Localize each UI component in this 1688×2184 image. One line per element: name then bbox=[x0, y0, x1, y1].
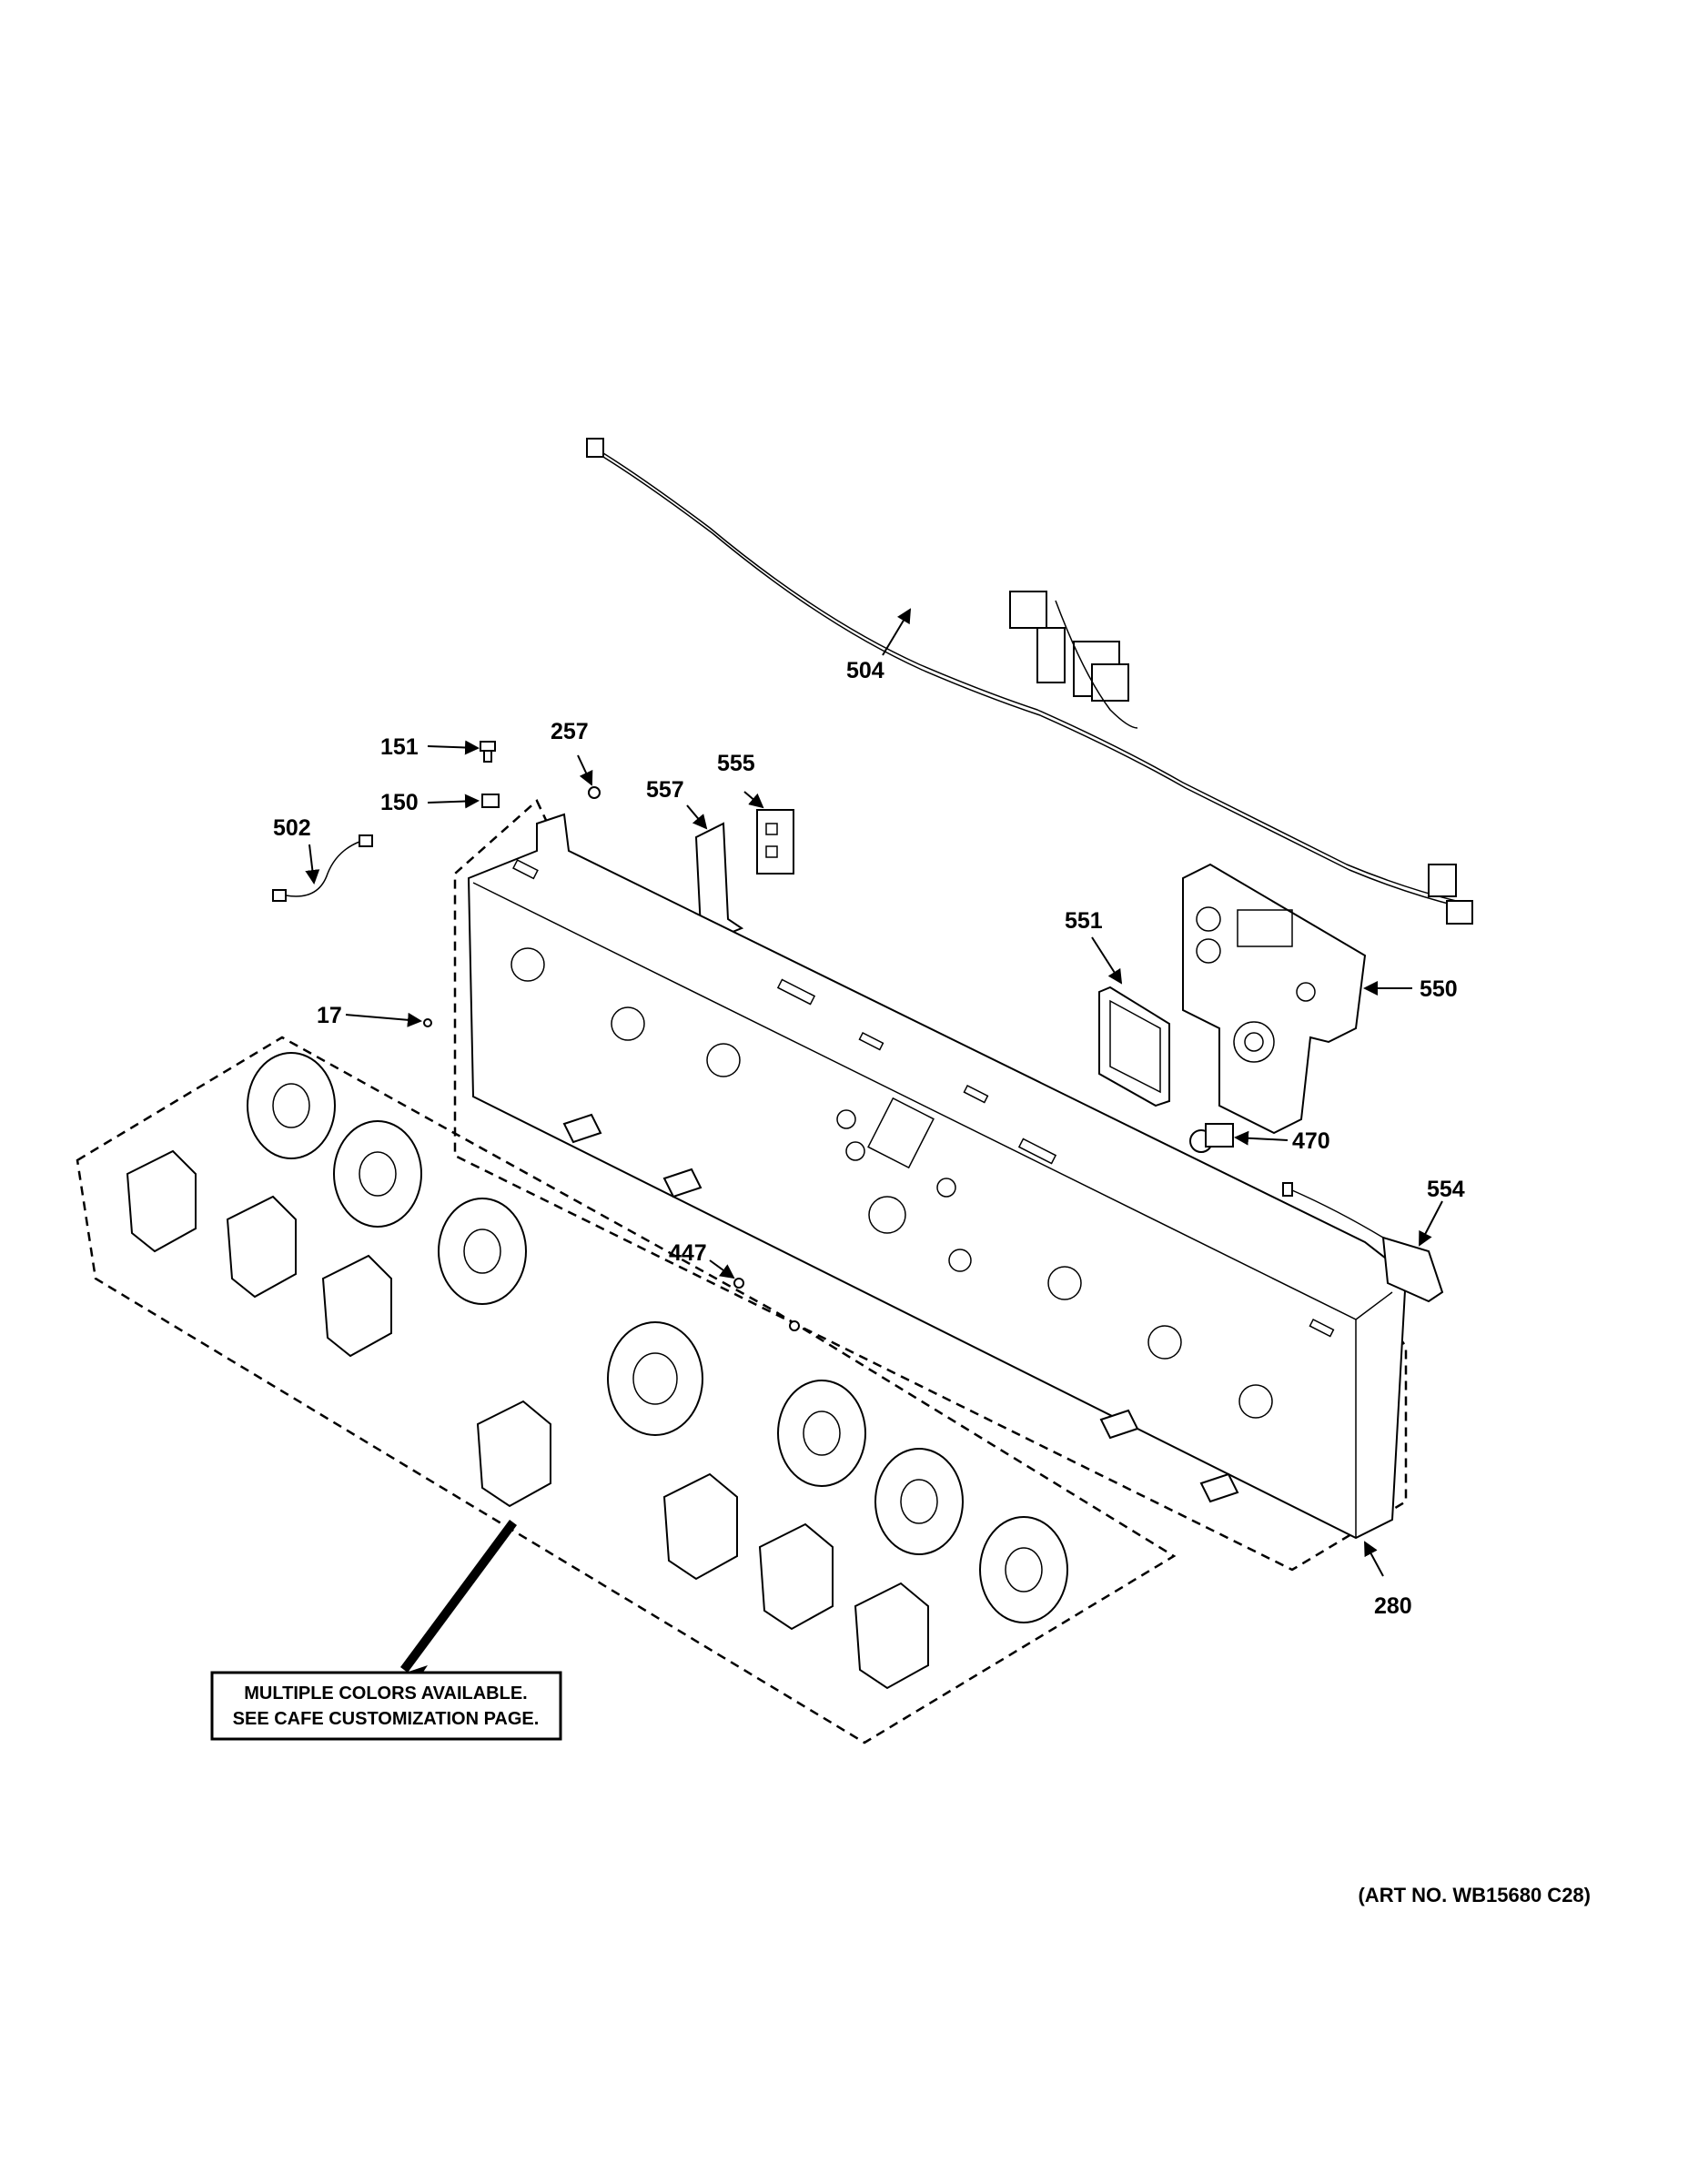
switch-470 bbox=[1189, 1123, 1234, 1153]
note-line-1: MULTIPLE COLORS AVAILABLE. bbox=[244, 1684, 527, 1704]
wire-502 bbox=[272, 834, 373, 902]
sensor-554 bbox=[1282, 1182, 1444, 1303]
screws-447 bbox=[733, 1278, 800, 1331]
callout-17: 17 bbox=[317, 1003, 342, 1028]
control-panel-280 bbox=[467, 813, 1408, 1540]
callout-150: 150 bbox=[380, 790, 419, 815]
callout-551: 551 bbox=[1065, 908, 1103, 934]
callout-554: 554 bbox=[1427, 1177, 1465, 1202]
knobs-group bbox=[126, 1052, 1068, 1690]
art-number: (ART NO. WB15680 C28) bbox=[1358, 1884, 1591, 1906]
screw-17 bbox=[423, 1018, 432, 1027]
switch-555 bbox=[756, 809, 794, 875]
leader-lines bbox=[305, 608, 1443, 1693]
screw-151 bbox=[480, 741, 496, 763]
overlay-551 bbox=[1098, 986, 1170, 1107]
knobs-outline bbox=[76, 1036, 1177, 1744]
callout-280: 280 bbox=[1374, 1593, 1412, 1619]
callout-555: 555 bbox=[717, 751, 755, 776]
note-box: MULTIPLE COLORS AVAILABLE. SEE CAFE CUST… bbox=[210, 1671, 562, 1741]
note-line-2: SEE CAFE CUSTOMIZATION PAGE. bbox=[233, 1709, 540, 1729]
callout-151: 151 bbox=[380, 734, 419, 760]
screw-257 bbox=[588, 786, 601, 799]
callout-557: 557 bbox=[646, 777, 684, 803]
callout-550: 550 bbox=[1420, 976, 1458, 1002]
callout-447: 447 bbox=[669, 1240, 707, 1266]
callout-470: 470 bbox=[1292, 1128, 1330, 1154]
control-board-550 bbox=[1182, 863, 1367, 1135]
callout-257: 257 bbox=[551, 719, 589, 744]
wire-harness-504 bbox=[586, 438, 1473, 925]
callout-502: 502 bbox=[273, 815, 311, 841]
callout-504: 504 bbox=[846, 658, 884, 683]
nut-150 bbox=[481, 794, 500, 808]
